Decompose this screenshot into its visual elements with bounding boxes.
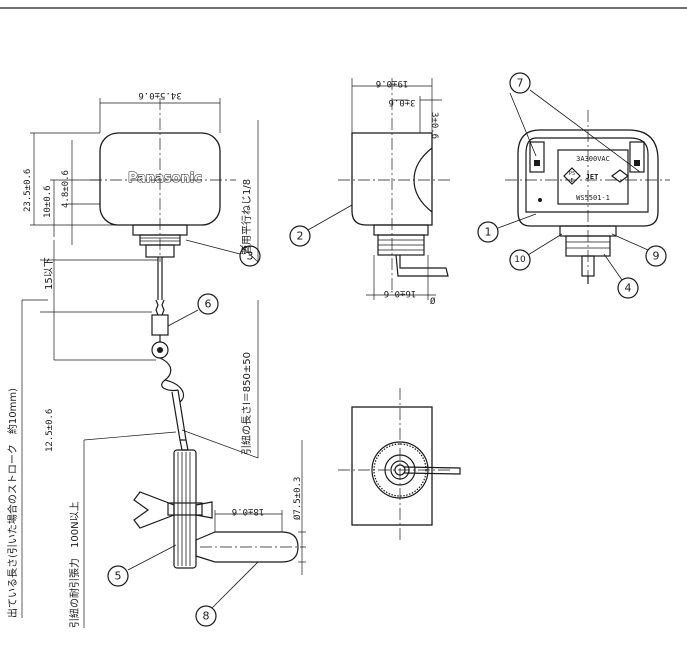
diameter-symbol: Ø — [430, 296, 436, 307]
jet-mark: JET — [586, 173, 599, 181]
plug-diameter-dimension: Ø7.5±0.3 — [292, 477, 303, 520]
height-dimension: 23.5±0.6 — [23, 169, 33, 212]
svg-text:4: 4 — [625, 282, 632, 295]
callout-8: 8 — [195, 561, 259, 627]
plug-length-dimension: 18±0.6 — [232, 506, 265, 516]
cord-length-note: 引紐の長さl＝850±50 — [240, 352, 253, 455]
callout-9: 9 — [611, 233, 667, 267]
pull-cord-knot — [159, 357, 187, 441]
svg-text:PS: PS — [569, 171, 575, 177]
thread-note: 管用平行ねじ1/8 — [240, 179, 253, 255]
svg-text:3: 3 — [247, 250, 254, 263]
side-cord-exit — [395, 254, 449, 277]
svg-text:9: 9 — [653, 250, 660, 263]
svg-text:8: 8 — [203, 610, 210, 623]
front-view: Panasonic — [6, 90, 306, 628]
body-depth-dimension: 10±0.6 — [43, 185, 53, 218]
pull-strength-note: 引紐の耐引張力 100N以上 — [68, 501, 81, 628]
callout-3: 3 — [185, 239, 261, 267]
offset-dimension: 3±0.6 — [388, 97, 415, 107]
callout-10: 10 — [509, 233, 563, 271]
brand-logo: Panasonic — [128, 171, 202, 186]
callout-6: 6 — [167, 293, 219, 327]
svg-text:2: 2 — [297, 230, 304, 243]
protrusion-dimension: 15以下 — [44, 257, 55, 290]
label-plate — [557, 149, 629, 205]
svg-text:E: E — [570, 178, 573, 184]
threaded-neck — [145, 244, 175, 258]
depth-top-dimension: 19±0.6 — [376, 78, 409, 88]
svg-text:5: 5 — [115, 570, 122, 583]
callout-5: 5 — [107, 544, 177, 587]
inset-dimension: 4.8±0.6 — [61, 170, 71, 208]
pull-handle — [195, 531, 299, 563]
depth-bottom-dimension: 16±0.6 — [384, 288, 417, 298]
cord-bundle — [173, 449, 197, 569]
model-text: WS5501-1 — [576, 194, 610, 202]
svg-text:7: 7 — [517, 77, 524, 90]
rating-text: 3A300VAC — [576, 155, 610, 163]
pitch-dimension: 12.5±0.6 — [45, 409, 55, 452]
diamond-mark — [611, 169, 629, 183]
back-view: 3A300VAC PS E JET WS5501-1 7 1 10 — [477, 72, 670, 299]
callout-4: 4 — [603, 253, 639, 299]
bottom-view — [338, 388, 461, 540]
callout-2: 2 — [289, 204, 353, 247]
svg-text:10: 10 — [514, 255, 526, 265]
width-dimension: 34.5±0.6 — [138, 90, 181, 100]
svg-text:1: 1 — [485, 226, 492, 239]
bottom-thread-ring — [371, 441, 429, 499]
cord-stopper — [151, 314, 169, 336]
svg-text:6: 6 — [205, 298, 212, 311]
ps-e-mark — [563, 167, 581, 185]
cord-tie — [133, 491, 175, 529]
callout-1: 1 — [477, 213, 537, 243]
callout-7: 7 — [509, 72, 641, 173]
offset-small-dimension: 3±0.6 — [429, 112, 439, 139]
side-view: 19±0.6 3±0.6 3±0.6 16±0.6 Ø 2 — [289, 78, 450, 307]
stroke-note: 出ている長さ(引いた場合のストローク 約10mm) — [6, 388, 19, 618]
